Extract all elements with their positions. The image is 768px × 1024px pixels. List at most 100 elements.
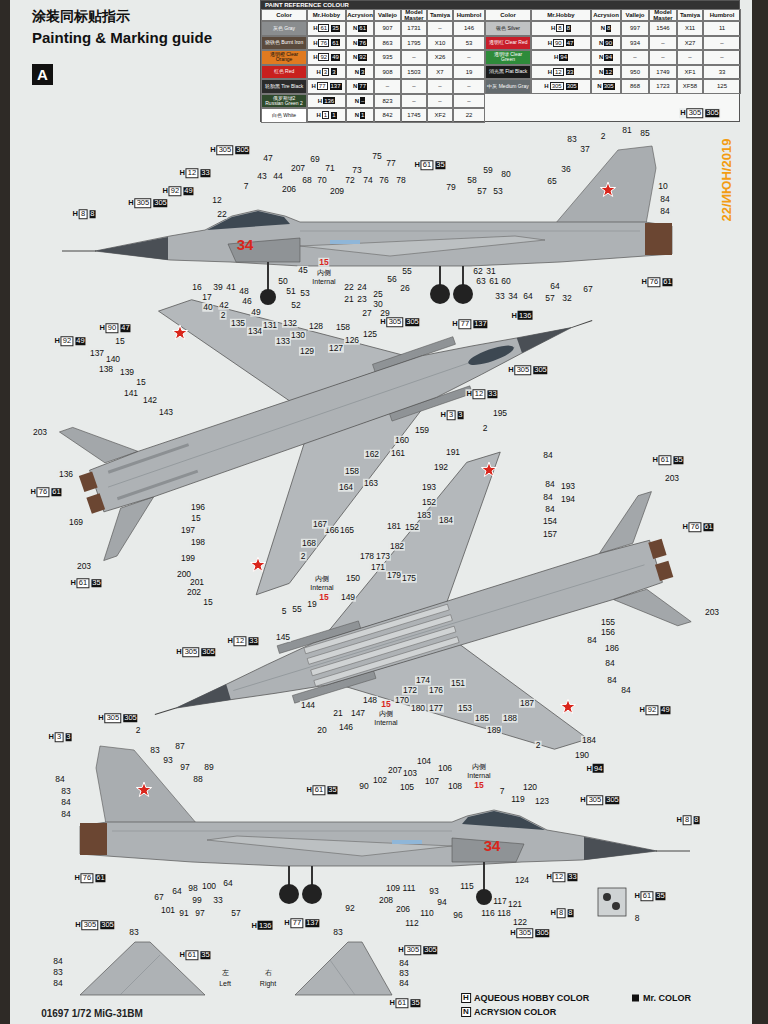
aqueous-code: 76: [81, 873, 93, 883]
mr-color-code: 305: [235, 146, 250, 155]
paint-code: 1749: [656, 69, 669, 75]
paint-chip: H77137: [452, 319, 487, 329]
paint-code: X7: [436, 69, 443, 75]
red-star: [172, 325, 187, 339]
aqueous-code: 305: [550, 82, 564, 90]
paint-callout: H9249: [53, 336, 86, 346]
callout-number: 33: [494, 292, 505, 301]
color-name-cell: 透明橙 Clear Orange: [261, 50, 307, 65]
callout-number: 84: [398, 959, 409, 968]
callout-number: 83: [60, 787, 71, 796]
paint-chip: H88: [73, 209, 96, 219]
paint-letter: N: [355, 98, 359, 104]
rudder-line: [330, 960, 355, 995]
mr-color-code: 1: [360, 112, 365, 119]
aqueous-code: 76: [37, 487, 49, 497]
acrysion-chip: N92: [353, 54, 367, 61]
paint-letter: H: [389, 999, 394, 1007]
mr-color-code: 35: [410, 999, 420, 1008]
callout-number: 15: [114, 337, 125, 346]
paint-cell: X11: [677, 21, 703, 36]
paint-letter: H: [70, 579, 75, 587]
paint-chip: H136: [512, 311, 533, 320]
paint-letter: H: [677, 816, 682, 824]
paint-chip: H305305: [510, 928, 549, 938]
aqueous-code: 305: [105, 713, 122, 723]
mr-color-code: 8: [566, 25, 571, 32]
aqueous-code: 305: [135, 198, 152, 208]
color-name-cell: 灰色 Gray: [261, 21, 307, 36]
color-name-cell: 透明绿 Clear Green: [485, 50, 531, 65]
paint-letter: H: [554, 54, 558, 60]
paint-letter: H: [466, 390, 471, 398]
callout-number: 116: [480, 909, 496, 918]
side-view-left: [62, 146, 672, 305]
note-text: Internal: [311, 278, 336, 285]
callout-number: 45: [297, 266, 308, 275]
mr-color-code: 8: [606, 25, 611, 32]
paint-cell: H77137: [307, 79, 346, 94]
callout-number: 17: [201, 293, 212, 302]
callout-number: 98: [187, 884, 198, 893]
paint-cell: 1745: [401, 108, 427, 123]
tail-fin-right: [295, 942, 392, 995]
aqueous-code: 305: [183, 647, 200, 657]
acrysion-chip: N94: [599, 54, 613, 61]
paint-chip: H6135: [179, 950, 210, 960]
hobby-chip: H136: [318, 97, 335, 104]
paint-cell: –: [374, 79, 401, 94]
aqueous-code: 61: [318, 24, 329, 32]
color-name: 轮胎黑 Tire Black: [265, 84, 303, 89]
table-header-cell: Mr.Hobby: [307, 9, 346, 21]
callout-number: 83: [332, 928, 343, 937]
callout-number: 51: [285, 287, 296, 296]
callout-number: 96: [452, 911, 463, 920]
mr-color-code: 305: [423, 946, 438, 955]
mr-color-code: 137: [305, 919, 320, 928]
color-name-cell: 透明红 Clear Red: [485, 36, 531, 51]
callout-number: 143: [158, 408, 174, 417]
callout-number: 123: [534, 797, 550, 806]
rudder-line: [120, 955, 160, 995]
paint-letter: N: [599, 69, 603, 75]
callout-number: 2: [220, 311, 227, 320]
callout-number: 57: [230, 909, 241, 918]
callout-number: 179: [386, 571, 402, 580]
callout-number: 62: [472, 267, 483, 276]
paint-letter: H: [49, 733, 54, 741]
paint-callout: H7661: [73, 873, 106, 883]
paint-code: –: [438, 25, 441, 31]
paint-cell: –: [649, 50, 677, 65]
legend-item: AQUEOUS HOBBY COLOR: [474, 994, 589, 1003]
mr-color-code: 8: [89, 210, 95, 219]
side-view-right: [80, 746, 690, 905]
callout-number: 73: [351, 166, 362, 175]
callout-number: 149: [340, 593, 356, 602]
color-name: 透明橙 Clear Orange: [263, 52, 305, 62]
paint-cell: 1503: [401, 65, 427, 80]
callout-number: 128: [308, 322, 324, 331]
color-name: 银色 Silver: [496, 26, 520, 31]
aqueous-code: 61: [421, 160, 433, 170]
callout-number: 69: [309, 155, 320, 164]
paint-code: –: [412, 83, 415, 89]
aqueous-code: 305: [82, 920, 99, 930]
note-text: Internal: [466, 772, 491, 779]
callout-number: 199: [180, 554, 196, 563]
paint-chip: H7661: [74, 873, 105, 883]
paint-chip: H305305: [508, 365, 547, 375]
paint-callout: H6135: [388, 998, 421, 1008]
paint-cell: N–: [346, 94, 374, 109]
color-name: 透明绿 Clear Green: [487, 52, 529, 62]
aqueous-code: 3: [447, 410, 455, 420]
bottom-planform: [111, 413, 715, 858]
aqueous-code: 61: [396, 998, 408, 1008]
callout-number: 180: [410, 704, 426, 713]
mr-color-code: 33: [200, 169, 210, 178]
paint-code: 842: [382, 112, 392, 118]
callout-number: 148: [362, 696, 378, 705]
callout-number: 55: [291, 605, 302, 614]
aqueous-code: 92: [61, 336, 73, 346]
mr-color-code: 35: [327, 786, 337, 795]
callout-number: 84: [542, 451, 553, 460]
